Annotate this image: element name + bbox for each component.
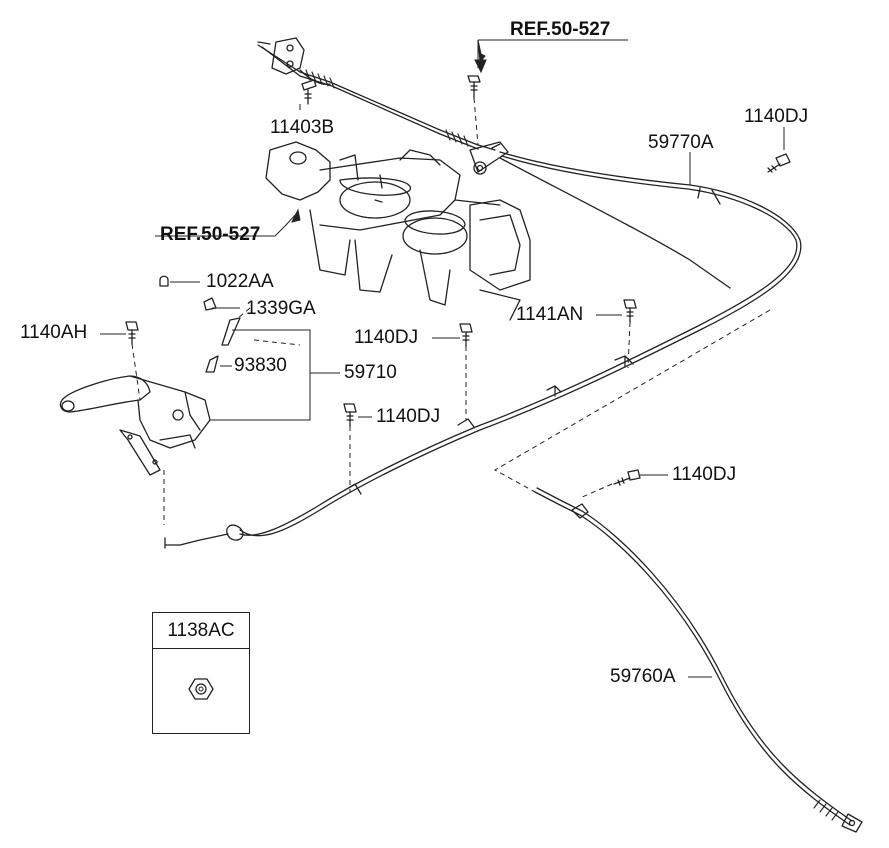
rear-cable-59770A — [164, 151, 802, 549]
label-1140DJ-right: 1140DJ — [672, 464, 737, 485]
bolt-1140DJ-right — [613, 469, 641, 486]
rear-cable-59760A — [534, 487, 863, 833]
label-93830: 93830 — [234, 355, 287, 376]
ref-arrows — [284, 39, 487, 227]
label-1140DJ-top: 1140DJ — [744, 106, 809, 127]
part-legend-box: 1138AC — [152, 612, 250, 734]
rear-subframe — [265, 141, 531, 321]
bolt-11403B — [301, 79, 317, 105]
equalizer — [469, 141, 509, 175]
ref-label-top: REF.50-527 — [510, 19, 611, 40]
leader-lines — [100, 39, 785, 678]
bolt-1140DJ-low — [343, 403, 357, 427]
label-1339GA: 1339GA — [246, 298, 316, 319]
bolt-1140DJ-top — [767, 153, 791, 173]
label-1022AA: 1022AA — [206, 271, 274, 292]
bolt-1140AH — [125, 321, 139, 345]
label-1140DJ-mid: 1140DJ — [354, 327, 419, 348]
bolt-1141AN — [623, 299, 637, 323]
label-11403B: 11403B — [270, 117, 335, 138]
legend-title: 1138AC — [153, 613, 249, 649]
front-cable — [257, 37, 496, 151]
label-59710: 59710 — [344, 362, 397, 383]
parking-lever-assembly — [59, 375, 211, 476]
bolt-ref-top — [467, 75, 481, 99]
flange-nut-icon — [188, 678, 214, 700]
bolts — [125, 75, 791, 486]
label-59760A: 59760A — [610, 666, 676, 687]
label-1140DJ-low: 1140DJ — [376, 406, 441, 427]
label-1140AH: 1140AH — [20, 322, 88, 343]
label-59770A: 59770A — [648, 132, 714, 153]
ref-label-mid: REF.50-527 — [160, 224, 261, 245]
label-1141AN: 1141AN — [516, 304, 584, 325]
bolt-1140DJ-mid — [459, 323, 473, 347]
